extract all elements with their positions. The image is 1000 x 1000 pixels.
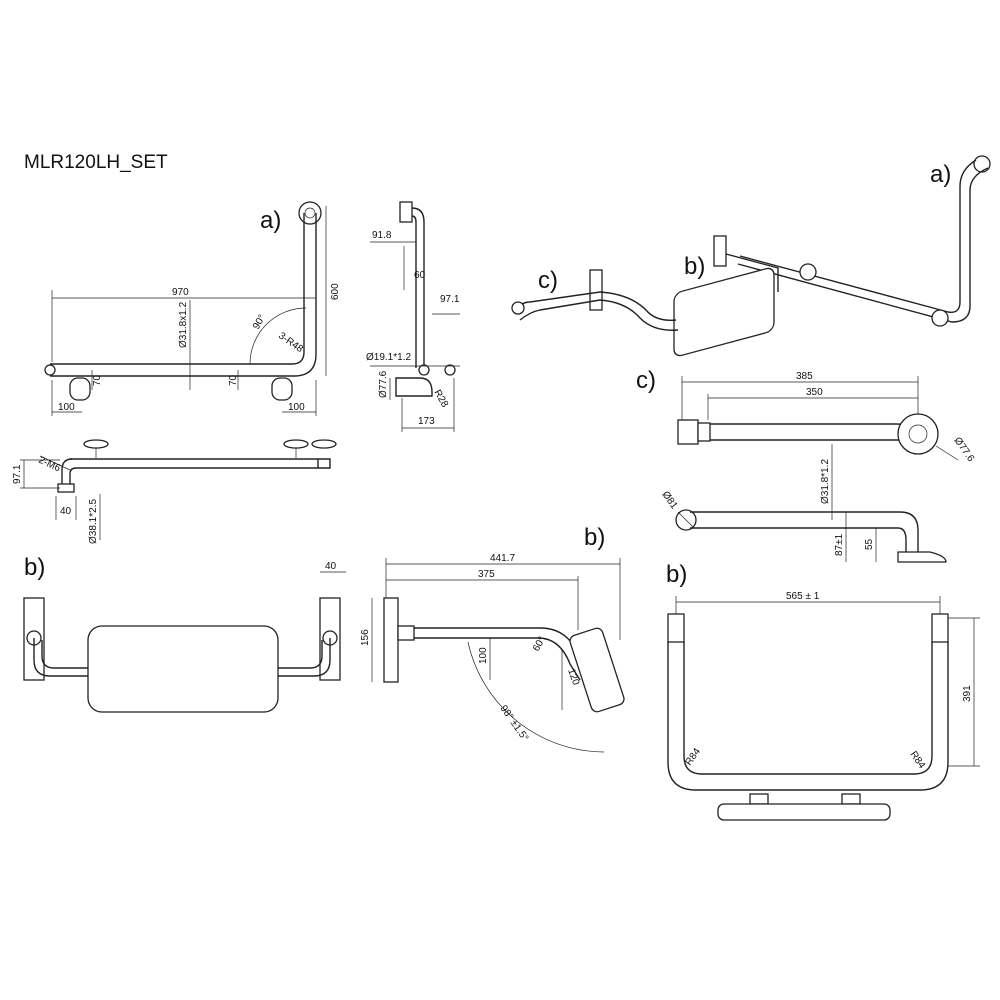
backrest-frame-top: [667, 642, 949, 791]
view-b-top: b) 565 ± 1 R84 R84 391: [666, 561, 980, 821]
dim-60: 60: [414, 270, 426, 281]
dim-970: 970: [172, 287, 189, 298]
top-flange-2: [283, 439, 309, 449]
dim-r84-right: R84: [908, 749, 928, 771]
dim-97-1-side: 97.1: [440, 294, 460, 305]
top-flange-3: [311, 439, 337, 449]
bar-c-side: [690, 511, 919, 552]
dim-100-b: 100: [478, 647, 489, 664]
dim-441-7: 441.7: [490, 553, 515, 564]
side-foot-flange: [395, 377, 433, 397]
view-c-top: c) 385 350 Ø77.6 Ø31.8*1.2: [636, 367, 976, 520]
view-a-top: 97.1 2-M6 40 Ø38.1*2.5: [12, 439, 337, 544]
isometric-view: a) b) c): [511, 155, 991, 357]
dim-100-right: 100: [288, 402, 305, 413]
dim-r28: R28: [431, 388, 450, 410]
part-label-b-front: b): [24, 554, 45, 581]
top-flange: [298, 201, 322, 225]
dim-40: 40: [60, 506, 72, 517]
dim-55: 55: [864, 538, 875, 550]
iso-backrest: [673, 267, 775, 357]
view-a-side: 91.8 60 97.1 Ø19.1*1.2 Ø77.6 R28 173: [366, 201, 460, 432]
dim-r84-left: R84: [683, 746, 703, 768]
dim-173: 173: [418, 416, 435, 427]
view-b-side: b) 441.7 375 156 100 60° 120 98° ±1.5°: [360, 524, 625, 753]
dim-87: 87±1: [834, 533, 845, 556]
dim-tube-diameter: Ø31.8x1.2: [178, 301, 189, 348]
view-a-front: a) 970 600 Ø31.8x1.2 90° 3-R48 70 70: [44, 201, 341, 416]
dim-77-6-c: Ø77.6: [952, 435, 977, 464]
dim-70-right: 70: [228, 374, 239, 386]
dim-100-left: 100: [58, 402, 75, 413]
vertical-bar: [291, 213, 305, 365]
dim-19-1: Ø19.1*1.2: [366, 352, 411, 363]
view-b-front: b) 40: [23, 554, 346, 713]
side-wall-plate: [383, 597, 399, 683]
backrest-pad-side: [569, 627, 625, 713]
bar-c-flange: [897, 413, 939, 455]
part-label-b-3d: b): [684, 253, 705, 280]
dim-391: 391: [962, 685, 973, 702]
backrest-pad: [87, 625, 279, 713]
dim-91-8: 91.8: [372, 230, 392, 241]
dim-2-m6: 2-M6: [37, 455, 63, 475]
dim-40-b: 40: [325, 561, 337, 572]
bar-end-cap: [44, 364, 56, 376]
dim-350: 350: [806, 387, 823, 398]
drawing-title: MLR120LH_SET: [24, 152, 168, 173]
flange-left: [69, 377, 91, 401]
top-flange-1: [83, 439, 109, 449]
top-view-bar: [69, 458, 319, 488]
dim-77-6: Ø77.6: [378, 370, 389, 398]
dim-565: 565 ± 1: [786, 591, 820, 602]
part-label-a: a): [260, 207, 281, 234]
flange-right: [271, 377, 293, 401]
dim-radius-48: 3-R48: [276, 330, 305, 355]
dim-600: 600: [330, 283, 341, 300]
dim-385: 385: [796, 371, 813, 382]
dim-38-1: Ø38.1*2.5: [88, 499, 99, 544]
dim-156: 156: [360, 629, 371, 646]
part-label-c: c): [636, 367, 656, 394]
side-flange-top: [399, 201, 413, 223]
part-label-a-3d: a): [930, 161, 951, 188]
bar-c-top: [710, 423, 917, 433]
dim-81: Ø81: [660, 489, 680, 511]
dim-angle-90: 90°: [251, 313, 268, 332]
dim-31-8-c: Ø31.8*1.2: [820, 459, 831, 504]
part-label-c-3d: c): [538, 267, 558, 294]
iso-grab-bar: [739, 159, 977, 313]
dim-375: 375: [478, 569, 495, 580]
dim-97-1: 97.1: [12, 464, 23, 484]
dim-98-deg: 98° ±1.5°: [498, 703, 531, 743]
view-c-side: Ø81 87±1 55: [660, 489, 947, 563]
dim-70-left: 70: [92, 374, 103, 386]
part-label-b-top: b): [666, 561, 687, 588]
backrest-pad-top: [717, 803, 891, 821]
part-label-b-side: b): [584, 524, 605, 551]
